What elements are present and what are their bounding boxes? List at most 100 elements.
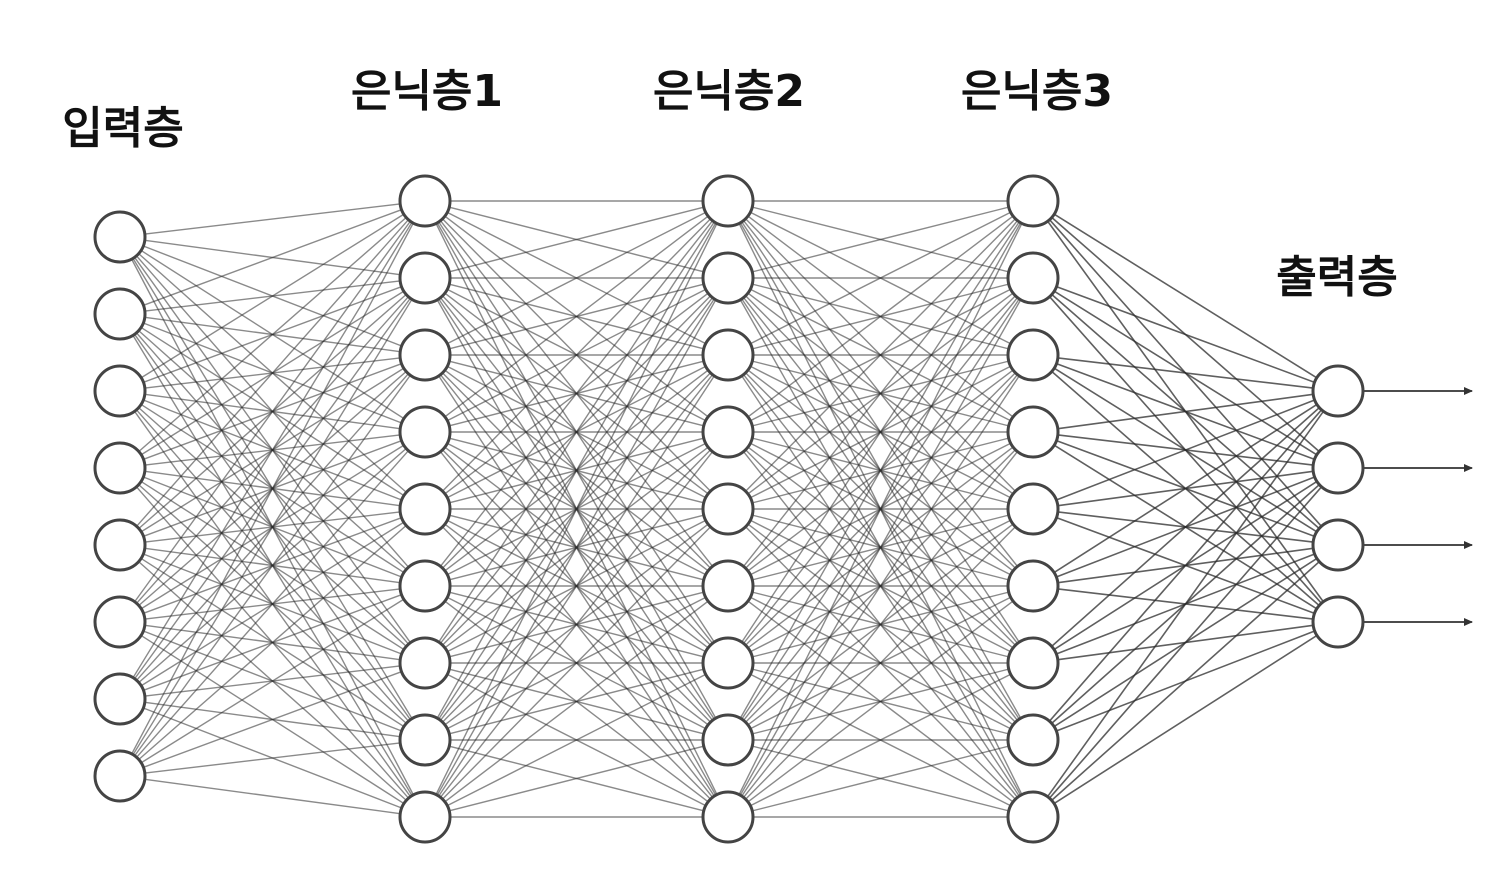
edge-hidden-2-6-to-hidden-3-0 bbox=[741, 221, 1020, 643]
edge-hidden-1-8-to-hidden-2-5 bbox=[444, 600, 709, 803]
neuron-hidden-2-2 bbox=[701, 328, 755, 382]
edge-hidden-3-8-to-output-3 bbox=[1053, 634, 1318, 805]
edge-hidden-1-6-to-hidden-2-0 bbox=[438, 221, 715, 643]
edge-input-7-to-hidden-1-4 bbox=[138, 524, 407, 761]
hidden-layer-3-label: 은닉층3 bbox=[961, 66, 1113, 117]
neuron-hidden-2-7 bbox=[701, 713, 755, 767]
neuron-input-5 bbox=[93, 595, 147, 649]
edge-hidden-3-8-to-output-2 bbox=[1051, 561, 1320, 801]
neuron-hidden-2-0 bbox=[701, 174, 755, 228]
edge-input-5-to-hidden-1-0 bbox=[134, 220, 411, 603]
edge-hidden-1-8-to-hidden-2-0 bbox=[435, 223, 718, 795]
edge-hidden-3-8-to-output-0 bbox=[1046, 410, 1325, 798]
neuron-hidden-1-4 bbox=[398, 482, 452, 536]
edge-hidden-1-8-to-hidden-2-1 bbox=[436, 299, 717, 796]
edge-hidden-1-8-to-hidden-2-7 bbox=[449, 745, 704, 812]
edge-hidden-2-8-to-hidden-3-0 bbox=[738, 223, 1023, 795]
neuron-input-3 bbox=[93, 441, 147, 495]
neuron-hidden-3-4 bbox=[1006, 482, 1060, 536]
neuron-input-6 bbox=[93, 672, 147, 726]
edge-input-7-to-hidden-1-8 bbox=[144, 778, 401, 815]
neuron-output-0 bbox=[1311, 364, 1365, 418]
neuron-input-1 bbox=[93, 287, 147, 341]
hidden-layer-1-label: 은닉층1 bbox=[351, 66, 503, 117]
neuron-input-2 bbox=[93, 364, 147, 418]
edge-hidden-3-4-to-output-0 bbox=[1056, 399, 1315, 501]
neurons bbox=[93, 174, 1365, 844]
edge-hidden-2-8-to-hidden-3-6 bbox=[750, 673, 1011, 807]
neuron-hidden-1-5 bbox=[398, 559, 452, 613]
edge-input-7-to-hidden-1-3 bbox=[136, 450, 409, 758]
edge-hidden-2-7-to-hidden-3-0 bbox=[739, 222, 1022, 719]
edge-hidden-3-3-to-output-0 bbox=[1057, 393, 1314, 430]
edge-input-3-to-hidden-1-0 bbox=[138, 216, 407, 453]
edge-hidden-2-5-to-hidden-3-0 bbox=[742, 220, 1019, 567]
edge-hidden-2-8-to-hidden-3-4 bbox=[745, 526, 1016, 800]
neuron-hidden-3-0 bbox=[1006, 174, 1060, 228]
neuron-output-1 bbox=[1311, 441, 1365, 495]
input-layer-label: 입력층 bbox=[62, 103, 183, 154]
edge-hidden-3-2-to-output-0 bbox=[1057, 357, 1314, 389]
edge-input-7-to-hidden-1-2 bbox=[134, 374, 411, 757]
neuron-hidden-2-8 bbox=[701, 790, 755, 844]
neuron-hidden-3-8 bbox=[1006, 790, 1060, 844]
neuron-hidden-2-3 bbox=[701, 405, 755, 459]
output-arrows bbox=[1363, 387, 1473, 626]
edge-input-1-to-hidden-1-0 bbox=[143, 209, 402, 306]
edge-hidden-1-8-to-hidden-2-2 bbox=[438, 375, 715, 797]
edge-hidden-2-8-to-hidden-3-3 bbox=[742, 451, 1019, 798]
edge-input-7-to-hidden-1-0 bbox=[131, 222, 414, 755]
edge-hidden-1-1-to-hidden-2-0 bbox=[449, 206, 704, 273]
neuron-input-4 bbox=[93, 518, 147, 572]
edge-hidden-1-8-to-hidden-2-4 bbox=[442, 526, 711, 800]
edge-hidden-3-6-to-output-0 bbox=[1051, 407, 1320, 647]
neuron-hidden-2-6 bbox=[701, 636, 755, 690]
edge-hidden-2-2-to-hidden-3-0 bbox=[750, 211, 1011, 345]
edge-input-7-to-hidden-1-5 bbox=[140, 598, 405, 764]
edge-input-7-to-hidden-1-7 bbox=[144, 742, 401, 774]
neuron-hidden-3-7 bbox=[1006, 713, 1060, 767]
neuron-output-3 bbox=[1311, 595, 1365, 649]
neuron-hidden-1-3 bbox=[398, 405, 452, 459]
edge-hidden-3-1-to-output-0 bbox=[1056, 285, 1315, 384]
edge-hidden-2-3-to-hidden-3-0 bbox=[747, 215, 1014, 418]
neuron-hidden-3-3 bbox=[1006, 405, 1060, 459]
edge-hidden-3-5-to-output-0 bbox=[1053, 403, 1318, 574]
neuron-hidden-3-5 bbox=[1006, 559, 1060, 613]
neuron-hidden-1-7 bbox=[398, 713, 452, 767]
output-layer-label: 출력층 bbox=[1276, 252, 1397, 303]
edge-input-4-to-hidden-1-0 bbox=[136, 219, 409, 527]
neuron-hidden-3-2 bbox=[1006, 328, 1060, 382]
edge-hidden-1-8-to-hidden-2-6 bbox=[446, 673, 707, 807]
neuron-hidden-3-1 bbox=[1006, 251, 1060, 305]
edge-input-6-to-hidden-1-0 bbox=[132, 221, 413, 679]
edge-input-7-to-hidden-1-6 bbox=[143, 671, 402, 768]
edge-hidden-1-7-to-hidden-2-0 bbox=[436, 222, 717, 719]
edge-hidden-1-3-to-hidden-2-0 bbox=[444, 215, 709, 418]
edge-hidden-2-1-to-hidden-3-0 bbox=[752, 206, 1009, 273]
neuron-hidden-1-8 bbox=[398, 790, 452, 844]
neuron-hidden-1-6 bbox=[398, 636, 452, 690]
edge-hidden-1-4-to-hidden-2-0 bbox=[442, 218, 711, 492]
edge-hidden-3-8-to-output-1 bbox=[1048, 486, 1323, 799]
edge-input-0-to-hidden-1-0 bbox=[144, 203, 401, 235]
hidden-layer-2-label: 은닉층2 bbox=[653, 66, 805, 117]
neuron-output-2 bbox=[1311, 518, 1365, 572]
edge-input-7-to-hidden-1-1 bbox=[132, 298, 413, 756]
connections bbox=[131, 200, 1325, 818]
neuron-hidden-1-2 bbox=[398, 328, 452, 382]
edge-input-2-to-hidden-1-0 bbox=[140, 213, 405, 379]
edge-hidden-2-8-to-hidden-3-7 bbox=[752, 745, 1009, 812]
edge-hidden-2-8-to-hidden-3-5 bbox=[747, 600, 1014, 803]
edge-hidden-1-8-to-hidden-2-3 bbox=[439, 451, 714, 798]
edge-hidden-1-2-to-hidden-2-0 bbox=[446, 211, 707, 345]
edge-hidden-2-8-to-hidden-3-1 bbox=[739, 299, 1022, 796]
neuron-hidden-2-5 bbox=[701, 559, 755, 613]
edge-hidden-3-0-to-output-0 bbox=[1053, 213, 1318, 379]
neuron-hidden-1-1 bbox=[398, 251, 452, 305]
edge-hidden-2-8-to-hidden-3-2 bbox=[741, 375, 1020, 797]
neuron-hidden-2-4 bbox=[701, 482, 755, 536]
neuron-hidden-1-0 bbox=[398, 174, 452, 228]
edge-hidden-1-5-to-hidden-2-0 bbox=[439, 220, 714, 567]
